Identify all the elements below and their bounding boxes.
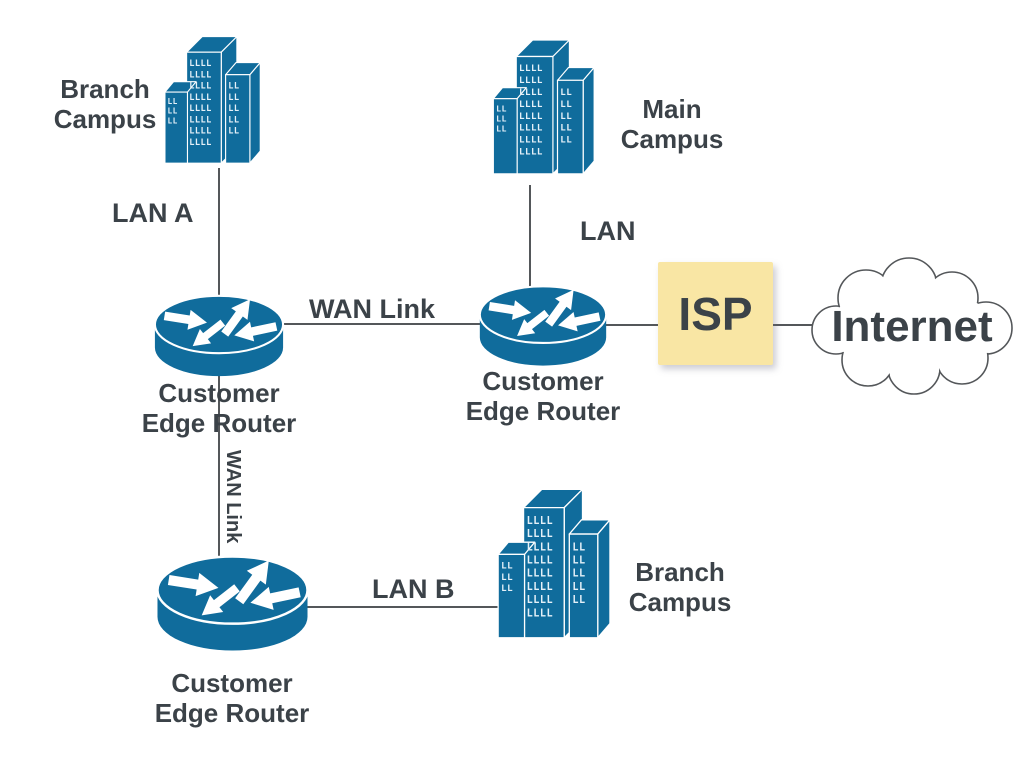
isp-to-internet-line: [770, 324, 832, 326]
main-campus-label: Main Campus: [620, 94, 724, 155]
lan-a-link-line: [218, 168, 220, 335]
router-icon-center: [477, 282, 609, 370]
isp-label: ISP: [678, 287, 753, 340]
lan-b-label: LAN B: [372, 574, 455, 604]
wan-link-top-line: [284, 323, 480, 325]
wan-link-left-line: [218, 362, 220, 572]
router-to-isp-line: [604, 324, 660, 326]
building-icon-branch-campus-top: [158, 24, 262, 174]
building-icon-main-campus: [486, 24, 596, 188]
wan-link-left-label: WAN Link: [222, 450, 244, 544]
isp-node: ISP: [658, 262, 773, 365]
branch-campus-top-label: Branch Campus: [53, 74, 157, 135]
lan-label: LAN: [580, 216, 636, 246]
wan-link-top-label: WAN Link: [309, 294, 435, 324]
branch-campus-bottom-label: Branch Campus: [628, 557, 732, 618]
router-icon-bottom: [154, 552, 311, 655]
ce-router-bottom-label: Customer Edge Router: [154, 668, 310, 729]
ce-router-left-label: Customer Edge Router: [141, 378, 297, 439]
ce-router-center-label: Customer Edge Router: [465, 366, 621, 427]
internet-label: Internet: [831, 302, 993, 351]
building-icon-branch-campus-bottom: [490, 470, 612, 655]
lan-link-line: [529, 185, 531, 300]
internet-cloud: Internet: [806, 256, 1018, 398]
lan-a-label: LAN A: [112, 198, 194, 228]
lan-b-link-line: [306, 606, 498, 608]
router-icon-left: [152, 292, 286, 380]
